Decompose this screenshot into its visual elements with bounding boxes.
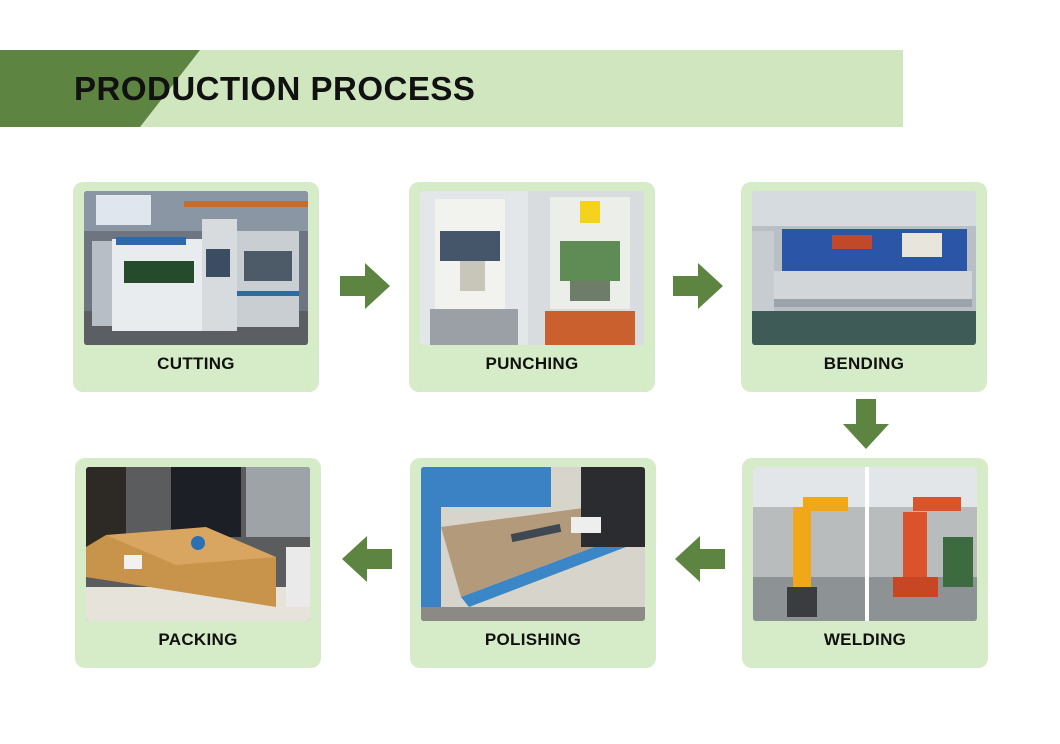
page-title: PRODUCTION PROCESS [74, 70, 476, 107]
arrow-right-icon [673, 261, 723, 311]
punch-press-photo [420, 191, 644, 345]
arrow-down-icon [841, 399, 891, 449]
arrow-right-icon [340, 261, 390, 311]
step-card-polishing: POLISHING [410, 458, 656, 668]
polishing-table-photo [421, 467, 645, 621]
step-label-punching: PUNCHING [485, 354, 579, 373]
step-label-cutting: CUTTING [157, 354, 235, 373]
welding-robot-photo [753, 467, 977, 621]
step-card-cutting: CUTTING [73, 182, 319, 392]
step-label-bending: BENDING [823, 354, 905, 373]
step-label-polishing: POLISHING [484, 630, 582, 649]
step-card-welding: WELDING [742, 458, 988, 668]
packing-box-photo [86, 467, 310, 621]
step-card-packing: PACKING [75, 458, 321, 668]
step-label-packing: PACKING [158, 630, 238, 649]
step-label-welding: WELDING [823, 630, 907, 649]
arrow-left-icon [342, 534, 392, 584]
arrow-left-icon [675, 534, 725, 584]
step-card-bending: BENDING [741, 182, 987, 392]
press-brake-photo [752, 191, 976, 345]
step-card-punching: PUNCHING [409, 182, 655, 392]
header-banner: PRODUCTION PROCESS [0, 50, 903, 127]
laser-cutting-machine-photo [84, 191, 308, 345]
